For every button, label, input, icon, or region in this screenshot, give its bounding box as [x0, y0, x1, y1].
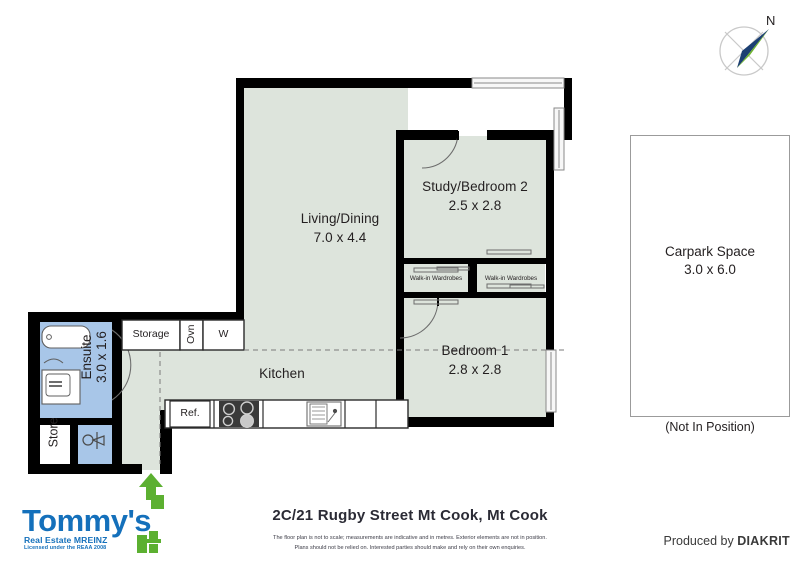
wardrobe-left-label: Walk-in Wardrobes [409, 275, 463, 282]
carpark-space-dimensions: 3.0 x 6.0 [684, 262, 736, 278]
washer-label: W [218, 328, 229, 340]
compass-rose: N [706, 8, 790, 84]
entry-lobby-floor [120, 345, 165, 470]
carpark-space-text: Carpark Space 3.0 x 6.0 [630, 243, 790, 279]
mirror-arc [43, 358, 64, 364]
tommys-wordmark: Tommy's [22, 503, 152, 538]
tommys-logo[interactable]: Tommy's Real Estate MREINZ Licensed unde… [22, 495, 197, 557]
wardrobe-rail-e [413, 299, 459, 305]
kitchen-floor [165, 345, 415, 405]
wardrobe-rail-f [486, 249, 532, 255]
bath-tap [46, 334, 52, 340]
doors [111, 131, 459, 401]
hob-burner-3 [222, 415, 234, 427]
kitchen-bench-run [164, 399, 409, 429]
carpark-not-in-position-note: (Not In Position) [665, 420, 755, 434]
wall-ensuite-top [28, 312, 124, 322]
tommys-tagline-1: Real Estate MREINZ [24, 535, 108, 545]
study-bedroom2-dimensions: 2.5 x 2.8 [448, 198, 502, 213]
ensuite-label: Ensuite [79, 334, 95, 380]
fridge-unit [169, 400, 211, 428]
wall-partition-vertical [396, 130, 404, 295]
living-dining-floor [243, 88, 404, 345]
store-floor [40, 424, 70, 468]
produced-by-prefix: Produced by [663, 534, 738, 548]
wardrobe-right-floor [477, 263, 545, 294]
wall-study-top-right [487, 130, 549, 140]
wall-left-living [236, 78, 244, 345]
wardrobe-rails [413, 249, 545, 305]
wall-ensuite-right [112, 312, 122, 474]
oven-label: Ovn [184, 324, 197, 344]
disclaimer-line-2: Plans should not be relied on. Intereste… [294, 544, 526, 551]
wall-top-living [236, 78, 572, 88]
storage-label: Storage [132, 328, 170, 340]
entry-arrow-icon [139, 473, 163, 500]
tommys-logo-mark [137, 495, 164, 553]
study-bedroom2-floor [404, 136, 554, 260]
bath-tub [41, 325, 91, 349]
washer-cabinet [202, 319, 245, 351]
storage-cabinet [121, 319, 181, 351]
wall-ensuite-left [28, 312, 40, 474]
hob-burner-1 [222, 402, 236, 416]
toilet-bowl [91, 435, 105, 446]
study-bedroom2-label: Study/Bedroom 2 [422, 179, 528, 194]
wall-corridor-bottom-right [160, 464, 172, 474]
bedroom1-label: Bedroom 1 [441, 343, 509, 358]
basin [45, 373, 71, 397]
wall-right-upper [564, 78, 572, 130]
compass-needle-light [737, 29, 769, 68]
wall-corridor-bottom-left [122, 464, 142, 474]
windows [471, 77, 565, 413]
fridge-label: Ref. [180, 407, 200, 419]
produced-by: Produced by DIAKRIT [664, 534, 790, 548]
wall-wardrobe-bot [396, 292, 476, 298]
joinery-top-run [121, 319, 245, 351]
bedroom1-dimensions: 2.8 x 2.8 [448, 362, 502, 377]
produced-by-brand: DIAKRIT [737, 534, 790, 548]
wall-store-divider [40, 418, 112, 425]
wardrobe-rail-c [486, 283, 532, 289]
ensuite-fixtures [41, 325, 105, 449]
ensuite-dimensions: 3.0 x 1.6 [94, 331, 110, 383]
living-dining-label: Living/Dining [300, 211, 380, 226]
wall-corridor-top [122, 312, 244, 322]
tommys-tagline-2: Licensed under the REAA 2008 [24, 545, 107, 551]
wall-wardrobe-mid [468, 258, 477, 298]
wc-floor [78, 424, 112, 467]
door-ensuite [111, 329, 132, 401]
disclaimer-line-1: The floor plan is not to scale; measurem… [273, 535, 547, 541]
disclaimer: The floor plan is not to scale; measurem… [160, 534, 660, 554]
wall-ensuite-bottom [28, 464, 124, 474]
carpark-space-box [630, 135, 790, 417]
wardrobe-rail-b [436, 266, 470, 271]
living-dining-dimensions: 7.0 x 4.4 [313, 230, 367, 245]
wall-bottom-bedroom [396, 417, 554, 427]
wall-partition-vertical-2 [396, 290, 404, 425]
wall-wardrobe-bot-2 [477, 292, 546, 298]
dashed-lines [159, 349, 568, 464]
page-title: 2C/21 Rugby Street Mt Cook, Mt Cook [272, 507, 548, 524]
compass-icon [719, 26, 769, 76]
compass-north-label: N [766, 13, 776, 28]
carpark-space-label: Carpark Space [664, 244, 756, 259]
store-label: Store [46, 417, 61, 448]
bedroom1-floor [404, 297, 554, 419]
wall-right-study [546, 130, 554, 295]
wardrobe-right-label: Walk-in Wardrobes [484, 275, 538, 282]
hob-burner-4 [240, 414, 255, 429]
room-fills [40, 88, 554, 470]
sink-tap [332, 408, 338, 414]
door-bedroom1 [399, 299, 439, 339]
wall-wc-divider [70, 422, 78, 468]
wall-study-top [396, 130, 458, 140]
wardrobe-rail-d [509, 284, 545, 289]
kitchen-label: Kitchen [259, 366, 305, 381]
